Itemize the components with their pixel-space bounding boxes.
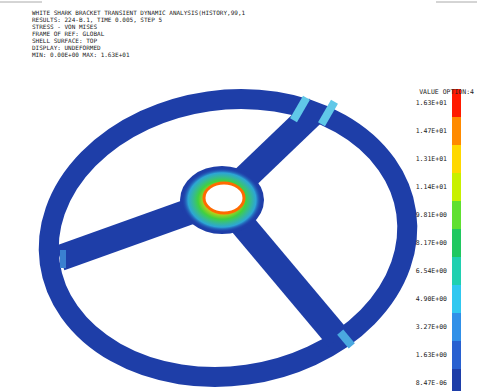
color-swatch [452, 229, 461, 257]
color-swatch [452, 145, 461, 173]
color-swatch [452, 285, 461, 313]
color-swatch [452, 201, 461, 229]
color-swatch [452, 117, 461, 145]
color-swatch [452, 173, 461, 201]
legend-title: VALUE OPTION:4 [419, 88, 474, 96]
header-line: FRAME OF REF: GLOBAL [32, 30, 104, 37]
header-line: WHITE SHARK BRACKET TRANSIENT DYNAMIC AN… [32, 9, 245, 16]
legend-value: 1.63E+00 [416, 351, 447, 359]
legend-value: 6.54E+00 [416, 267, 447, 275]
legend-value: 1.14E+01 [416, 183, 447, 191]
header-line: DISPLAY: UNDEFORMED [32, 44, 101, 51]
header-line: SHELL SURFACE: TOP [32, 37, 97, 44]
color-swatch [452, 369, 461, 391]
color-swatch [452, 341, 461, 369]
legend-value: 8.17E+00 [416, 239, 447, 247]
legend-value: 1.63E+01 [416, 99, 447, 107]
color-swatch [452, 257, 461, 285]
header-line: MIN: 0.00E+00 MAX: 1.63E+01 [32, 51, 130, 58]
legend-value: 1.47E+01 [416, 127, 447, 135]
legend-value: 4.90E+00 [416, 295, 447, 303]
legend-value: 1.31E+01 [416, 155, 447, 163]
color-swatch [452, 313, 461, 341]
legend-value: 9.81E+00 [416, 211, 447, 219]
header-line: STRESS - VON MISES [32, 23, 97, 30]
legend-value: 8.47E-06 [416, 379, 447, 387]
header-line: RESULTS: 224-B.1, TIME 0.005, STEP 5 [32, 16, 162, 23]
legend-value: 3.27E+00 [416, 323, 447, 331]
